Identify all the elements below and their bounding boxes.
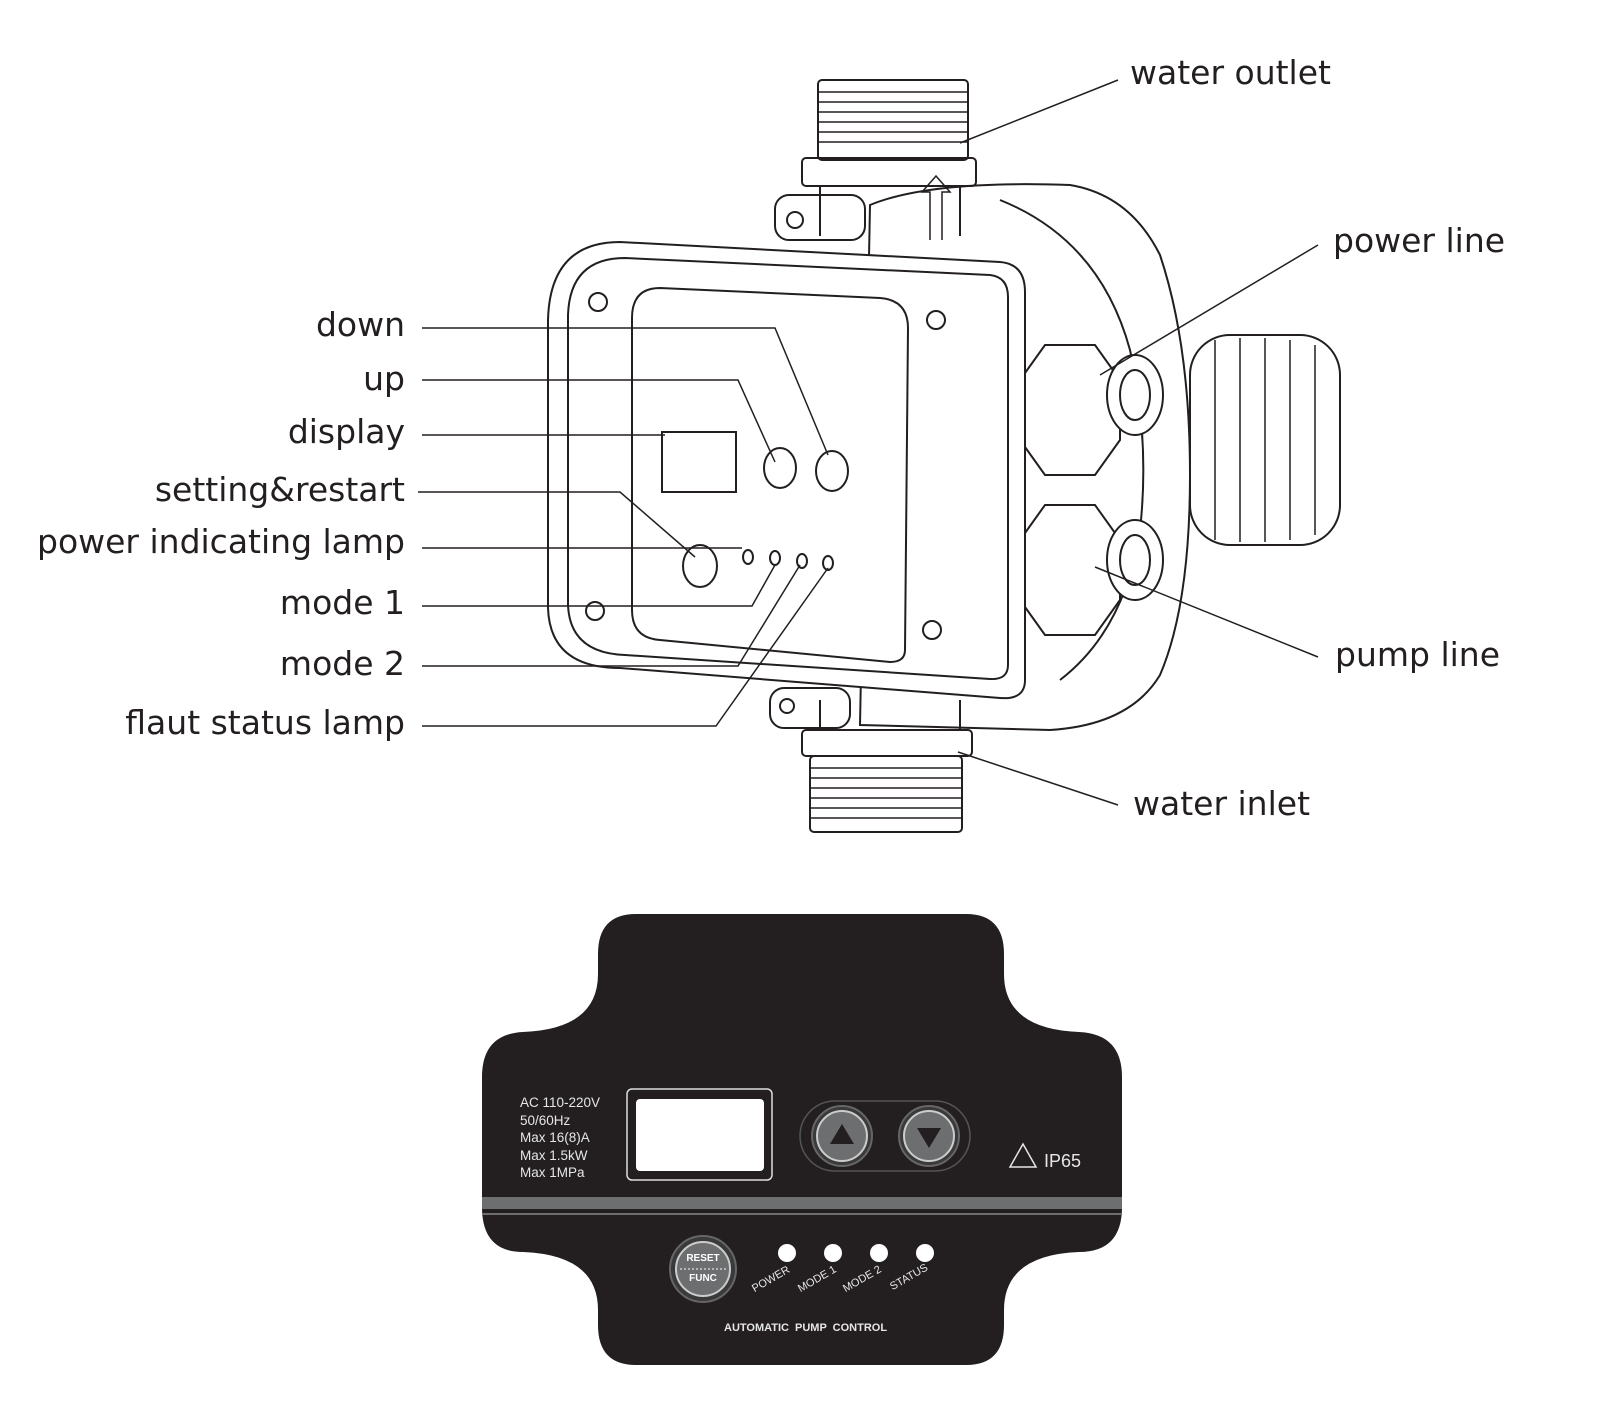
down-button-icon[interactable] <box>898 1105 960 1167</box>
spec-list: AC 110-220V 50/60Hz Max 16(8)A Max 1.5kW… <box>520 1094 600 1182</box>
ip-warning-icon <box>1008 1142 1038 1168</box>
up-button-icon[interactable] <box>811 1105 873 1167</box>
setting-restart-button <box>682 544 718 588</box>
callout-water-outlet: water outlet <box>1130 53 1331 92</box>
spec-voltage: AC 110-220V <box>520 1095 601 1110</box>
spec-frequency: 50/60Hz <box>520 1112 571 1128</box>
mode1-lamp <box>824 1244 842 1262</box>
spec-current: Max 16(8)A <box>520 1130 590 1145</box>
reset-func-button[interactable] <box>669 1235 737 1303</box>
water-inlet-pipe <box>801 700 973 833</box>
leader-lines <box>418 79 1319 806</box>
front-cover <box>547 240 1026 700</box>
up-button <box>763 447 797 489</box>
callout-display: display <box>287 412 405 451</box>
water-outlet-pipe <box>801 79 977 240</box>
callout-power-lamp: power indicating lamp <box>37 522 405 561</box>
power-line-gland <box>1019 344 1164 476</box>
callout-down: down <box>315 305 405 344</box>
callout-mode2: mode 2 <box>279 644 405 683</box>
mode2-lamp <box>870 1244 888 1262</box>
callout-water-inlet: water inlet <box>1133 784 1311 823</box>
spec-pressure: Max 1MPa <box>520 1165 585 1180</box>
callout-up: up <box>363 359 405 398</box>
func-label: FUNC <box>689 1273 717 1284</box>
reset-label: RESET <box>686 1253 720 1264</box>
callout-setting-restart: setting&restart <box>154 470 405 509</box>
panel-title: AUTOMATIC PUMP CONTROL <box>724 1322 888 1334</box>
pump-line-gland <box>1019 504 1164 636</box>
down-button <box>815 450 849 492</box>
lcd-display <box>626 1088 773 1181</box>
ip-rating: IP65 <box>1044 1151 1082 1171</box>
callout-mode1: mode 1 <box>279 583 405 622</box>
callout-power-line: power line <box>1333 221 1506 260</box>
power-lamp <box>778 1244 796 1262</box>
status-lamp <box>916 1244 934 1262</box>
display-window <box>661 431 737 493</box>
callout-fault-lamp: flaut status lamp <box>125 703 405 742</box>
callout-pump-line: pump line <box>1335 635 1500 674</box>
spec-power: Max 1.5kW <box>520 1147 588 1163</box>
rear-knob <box>1189 334 1341 546</box>
